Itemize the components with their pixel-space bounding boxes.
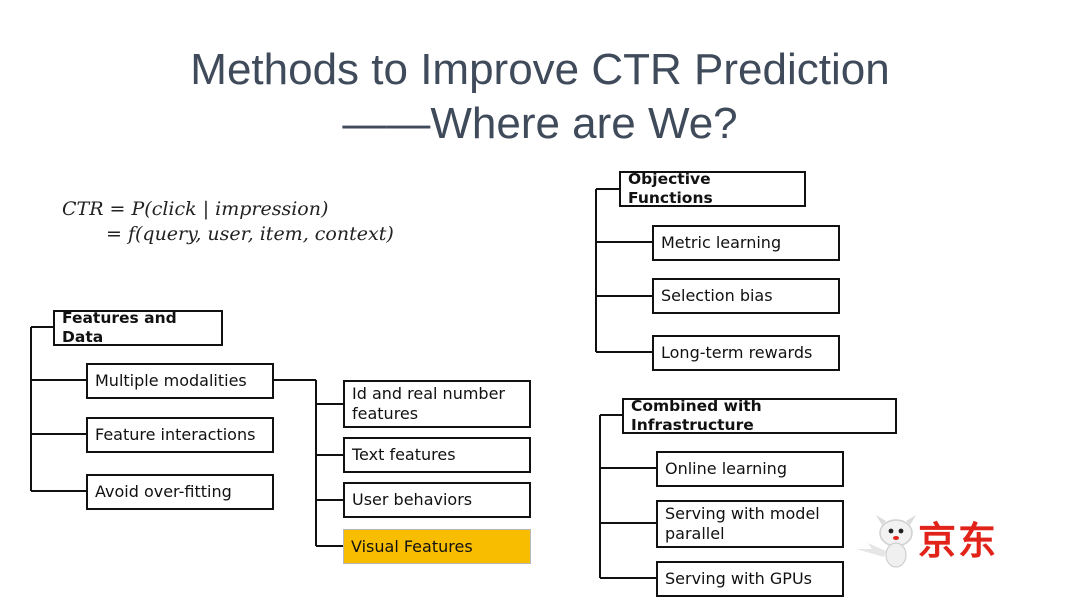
infrastructure-header: Combined with Infrastructure	[622, 398, 897, 434]
objective-functions-header: Objective Functions	[619, 171, 806, 207]
feature-item-avoid-overfitting: Avoid over-fitting	[86, 474, 274, 510]
ctr-formula-line2-text: = f(query, user, item, context)	[106, 223, 394, 245]
objective-item-selection-bias: Selection bias	[652, 278, 840, 314]
features-and-data-header: Features and Data	[53, 310, 223, 346]
modality-id-and-real-number: Id and real number features	[343, 380, 531, 428]
modality-visual-features: Visual Features	[343, 529, 531, 564]
ctr-formula-line2: = f(query, user, item, context)	[62, 225, 394, 244]
infra-item-serving-model-parallel: Serving with model parallel	[656, 500, 844, 548]
slide-title-line2: ——Where are We?	[342, 99, 738, 148]
objective-item-metric-learning: Metric learning	[652, 225, 840, 261]
objective-item-long-term-rewards: Long-term rewards	[652, 335, 840, 371]
modality-user-behaviors: User behaviors	[343, 482, 531, 518]
feature-item-multiple-modalities: Multiple modalities	[86, 363, 274, 399]
jd-logo-text: 京东	[918, 519, 999, 563]
infra-item-online-learning: Online learning	[656, 451, 844, 487]
slide-title-line1: Methods to Improve CTR Prediction	[190, 45, 890, 94]
ctr-formula-line1: CTR = P(click | impression)	[62, 198, 329, 220]
jd-mascot-logo-icon	[856, 515, 916, 568]
feature-item-feature-interactions: Feature interactions	[86, 417, 274, 453]
infra-item-serving-gpus: Serving with GPUs	[656, 561, 844, 597]
modality-text-features: Text features	[343, 437, 531, 473]
